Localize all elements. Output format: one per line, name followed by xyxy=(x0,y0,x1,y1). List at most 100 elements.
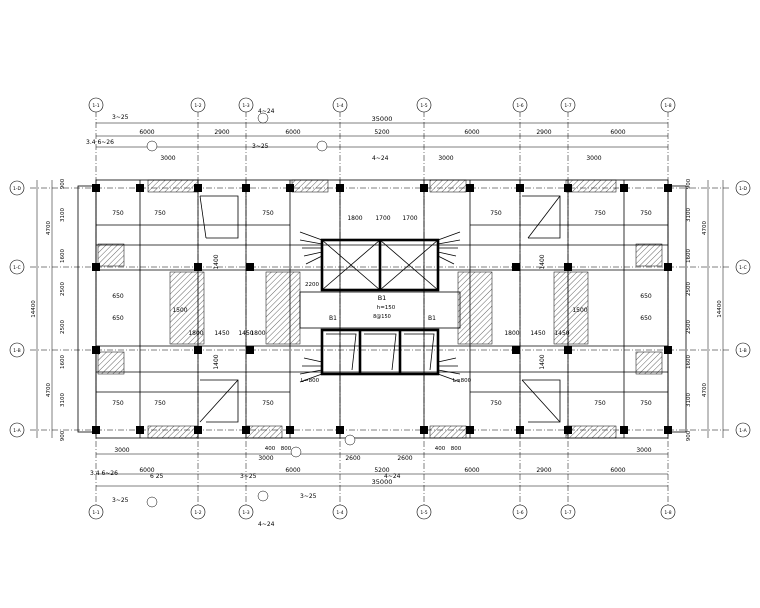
floor-note-bottom-3: 3~25 xyxy=(240,473,257,480)
right-dim-1: 900 xyxy=(686,178,692,189)
right-total-dim: 14400 xyxy=(717,300,723,318)
grid-label-left-c: 1-C xyxy=(13,265,21,271)
slab-mark-14: 650 xyxy=(640,293,652,300)
right-group-1: 4700 xyxy=(702,221,708,235)
left-dim-5: 2500 xyxy=(60,320,66,334)
interior-walls xyxy=(96,180,668,438)
grid-label-top-6: 1-6 xyxy=(516,103,523,109)
slab-mark-17: 1400 xyxy=(213,254,220,269)
grid-label-right-b: 1-B xyxy=(739,348,746,354)
grid-label-top-8: 1-8 xyxy=(664,103,671,109)
right-group-2: 4700 xyxy=(702,383,708,397)
grid-label-top-3: 1-3 xyxy=(242,103,249,109)
top-dim-4: 6000 xyxy=(464,129,479,136)
left-group-2: 4700 xyxy=(46,383,52,397)
grid-label-bottom-1: 1-1 xyxy=(92,510,99,516)
slab-mark-7: 750 xyxy=(112,400,124,407)
core-right-tag: B1 xyxy=(428,315,436,322)
grid-label-top-7: 1-7 xyxy=(564,103,571,109)
grid-label-bottom-5: 1-5 xyxy=(420,510,427,516)
bottom-dim-4: 6000 xyxy=(464,467,479,474)
slab-mark-15: 650 xyxy=(112,315,124,322)
bottom-dim-1: 3000 xyxy=(114,447,129,454)
slab-mark-19: 1400 xyxy=(213,354,220,369)
slab-mark-21: 2200 xyxy=(305,282,319,288)
bottom-total-dim: 35000 xyxy=(372,478,393,486)
inner-dim-16: 3000 xyxy=(258,455,273,462)
inner-dim-9: 1450 xyxy=(554,330,569,337)
inner-dim-14: 3000 xyxy=(438,155,453,162)
bottom-mid-dim-2: 2600 xyxy=(397,455,412,462)
slab-mark-16: 650 xyxy=(640,315,652,322)
grid-lines-vertical xyxy=(95,100,669,510)
core-labels: B1 h=150 8@150 B1 B1 xyxy=(329,294,436,322)
grid-label-bottom-6: 1-6 xyxy=(516,510,523,516)
inner-dim-2: 1700 xyxy=(375,215,390,222)
left-total-dim: 14400 xyxy=(31,300,37,318)
floor-note-top-3: 3~25 xyxy=(252,143,269,150)
right-dim-3: 1600 xyxy=(686,249,692,263)
grid-bubbles-left: 1-D 1-C 1-B 1-A xyxy=(9,180,25,438)
left-dim-6: 1600 xyxy=(60,355,66,369)
inner-dim-18: 800 xyxy=(281,446,292,452)
floor-note-bottom-4: 3~25 xyxy=(300,493,317,500)
left-dim-2: 3100 xyxy=(60,208,66,222)
bottom-dim-7: 3000 xyxy=(636,447,651,454)
core-beam-label: B1 xyxy=(378,294,387,302)
structural-columns xyxy=(92,184,672,434)
grid-label-top-2: 1-2 xyxy=(194,103,201,109)
grid-label-bottom-3: 1-3 xyxy=(242,510,249,516)
inner-dimensions: 1800 1700 1700 1800 1450 1450 1800 1450 … xyxy=(160,155,601,462)
bottom-mid-dim-1: 2600 xyxy=(345,455,360,462)
inner-dim-8: 1450 xyxy=(530,330,545,337)
grid-label-top-4: 1-4 xyxy=(336,103,343,109)
left-dim-4: 2500 xyxy=(60,282,66,296)
slab-mark-10: 750 xyxy=(490,400,502,407)
right-dim-4: 2500 xyxy=(686,282,692,296)
top-dim-7: 2900 xyxy=(214,129,229,136)
floor-note-bottom-5: 4~24 xyxy=(384,473,401,480)
left-dim-7: 3100 xyxy=(60,393,66,407)
callout-right: L=800 xyxy=(453,378,472,384)
right-dim-2: 3100 xyxy=(686,208,692,222)
floor-note-top-5: 3.4 6~26 xyxy=(86,139,114,146)
slab-mark-11: 750 xyxy=(594,400,606,407)
grid-label-top-1: 1-1 xyxy=(92,103,99,109)
grid-label-bottom-7: 1-7 xyxy=(564,510,571,516)
stair-fans xyxy=(299,231,461,383)
floor-note-bottom-7: 4~24 xyxy=(258,521,275,528)
right-dim-7: 3100 xyxy=(686,393,692,407)
dimension-chain-bottom: 3000 2600 2600 3000 6000 6000 5200 6000 … xyxy=(96,447,668,487)
bottom-dim-2b: 6000 xyxy=(285,467,300,474)
grid-label-bottom-8: 1-8 xyxy=(664,510,671,516)
slab-mark-6: 750 xyxy=(640,210,652,217)
slab-mark-5: 750 xyxy=(594,210,606,217)
grid-label-left-b: 1-B xyxy=(13,348,20,354)
building-outline xyxy=(77,179,687,439)
slab-mark-18: 1400 xyxy=(539,254,546,269)
inner-dim-1: 1800 xyxy=(347,215,362,222)
left-group-1: 4700 xyxy=(46,221,52,235)
inner-dim-4: 1800 xyxy=(188,330,203,337)
slab-mark-9: 750 xyxy=(262,400,274,407)
slab-mark-1: 750 xyxy=(112,210,124,217)
top-dim-5: 2900 xyxy=(536,129,551,136)
slab-mark-4: 750 xyxy=(490,210,502,217)
bottom-dim-2: 6000 xyxy=(139,467,154,474)
grid-label-left-d: 1-D xyxy=(13,186,21,192)
floor-note-top-2: 4~24 xyxy=(258,108,275,115)
slab-mark-12: 750 xyxy=(640,400,652,407)
dimension-chain-top: 35000 6000 6000 5200 6000 2900 6000 2900 xyxy=(96,115,668,148)
inner-dim-10: 1800 xyxy=(250,330,265,337)
inner-dim-17: 400 xyxy=(265,446,276,452)
hatched-slabs xyxy=(97,179,663,439)
dimension-chain-left: 900 3100 1600 2500 2500 1600 3100 900 47… xyxy=(31,178,66,441)
callouts: L=800 L=800 xyxy=(301,378,472,384)
grid-label-right-a: 1-A xyxy=(739,428,747,434)
grid-bubbles-bottom: 1-1 1-2 1-3 1-4 1-5 1-6 1-7 1-8 xyxy=(88,504,676,520)
room-diagonals xyxy=(199,195,561,423)
left-dim-8: 900 xyxy=(60,430,66,441)
slab-marks: 750 750 750 750 750 750 750 750 750 750 … xyxy=(112,210,652,407)
bottom-dim-6: 6000 xyxy=(610,467,625,474)
